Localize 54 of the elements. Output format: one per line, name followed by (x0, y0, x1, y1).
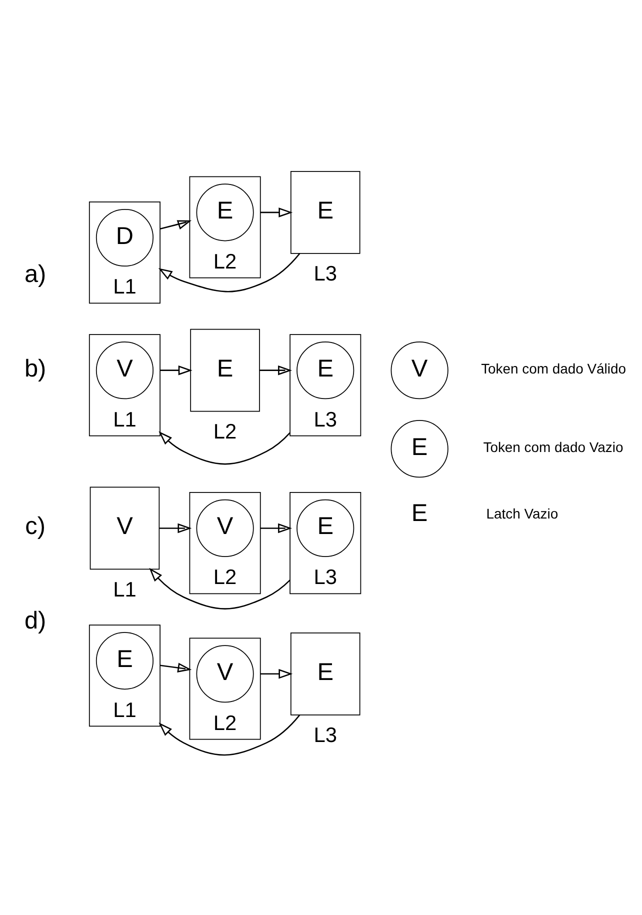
cluster (88, 201, 160, 304)
node-circle: E (296, 341, 354, 399)
node-box: E (290, 632, 360, 715)
node-label: L1 (113, 275, 136, 298)
node-label: Token com dado Vazio (483, 438, 624, 455)
node-label: L1 (113, 698, 136, 722)
cluster (189, 637, 261, 740)
node-text: E (411, 500, 428, 527)
node-circle: E (296, 498, 354, 556)
node-label: Latch Vazio (486, 504, 558, 521)
arrow (260, 522, 292, 533)
node-label: L3 (314, 566, 337, 589)
node-label: L2 (213, 250, 237, 273)
node-label: L2 (213, 420, 237, 444)
cluster (189, 492, 261, 594)
node-label: L3 (314, 262, 337, 286)
label: b) (24, 354, 46, 382)
cluster (189, 176, 261, 278)
node-circle: D (96, 208, 154, 266)
node-label: L3 (314, 408, 337, 431)
label: c) (25, 512, 46, 540)
arrow (260, 668, 293, 678)
cluster (88, 624, 160, 726)
arrow (260, 207, 293, 217)
arrow (158, 430, 291, 464)
node-circle: V (96, 341, 154, 399)
node-label: Token com dado Válido (481, 360, 626, 376)
arrow (158, 252, 300, 292)
arrow (160, 364, 192, 375)
node-label: L1 (113, 578, 136, 601)
node-box: V (90, 486, 160, 570)
cluster (290, 334, 362, 436)
cluster (88, 334, 160, 436)
arrow (158, 714, 300, 756)
node-circle: E (390, 420, 448, 478)
label: d) (24, 606, 46, 634)
node-label: L2 (213, 711, 237, 734)
arrow (159, 522, 192, 533)
node-box: E (190, 328, 260, 412)
arrow (260, 364, 292, 375)
arrow (160, 662, 192, 672)
node-circle: E (196, 183, 254, 241)
node-circle: E (96, 632, 154, 690)
node-label: L3 (314, 724, 337, 747)
arrow (160, 220, 192, 230)
node-box: E (290, 170, 360, 254)
cluster (290, 492, 362, 594)
node-label: L1 (113, 408, 136, 431)
node-circle: V (196, 644, 254, 702)
label: a) (24, 260, 46, 288)
node-circle: V (390, 341, 448, 399)
node-circle: V (196, 498, 254, 556)
node-label: L2 (213, 566, 237, 589)
arrow (149, 567, 290, 609)
